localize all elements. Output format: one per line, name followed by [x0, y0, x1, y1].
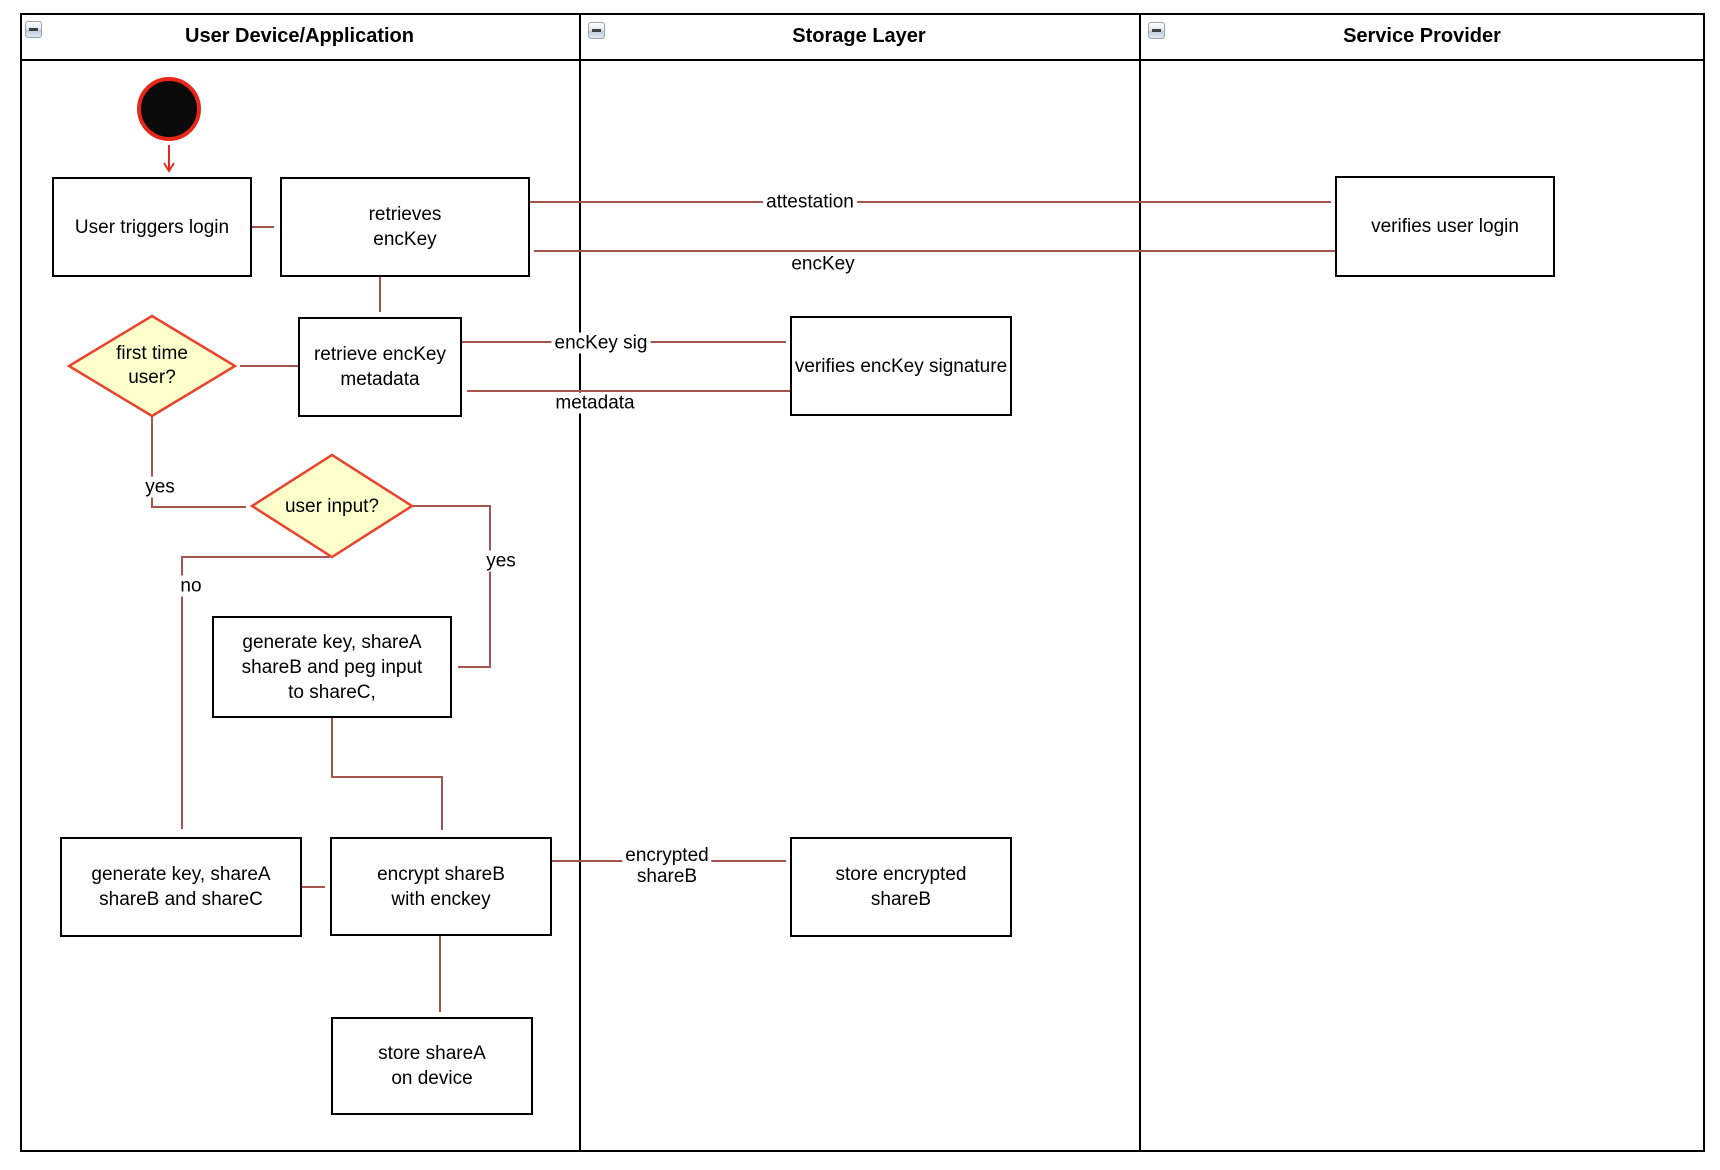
lane-divider-1 [579, 15, 581, 1150]
edge-label-enckey: encKey [788, 253, 858, 275]
diamond-label-user-input: user input? [284, 496, 380, 517]
collapse-minus-icon[interactable] [1148, 22, 1165, 39]
collapse-minus-icon[interactable] [588, 22, 605, 39]
node-user-triggers-login[interactable]: User triggers login [52, 177, 252, 277]
node-retrieve-enckey-metadata[interactable]: retrieve encKey metadata [298, 317, 462, 417]
edge-no-to-generate [181, 556, 330, 829]
edge-label-yes-first-time: yes [142, 476, 178, 498]
edge-label-encrypted-shareb: encrypted shareB [622, 845, 712, 887]
edge-label-metadata: metadata [552, 392, 638, 414]
lane-divider-2 [1139, 15, 1141, 1150]
edge-label-attestation: attestation [763, 191, 857, 213]
node-generate-key-shares[interactable]: generate key, shareA shareB and shareC [60, 837, 302, 937]
lane-title-user-device[interactable]: User Device/Application [185, 24, 414, 47]
collapse-minus-icon[interactable] [25, 21, 42, 38]
node-retrieves-enckey[interactable]: retrieves encKey [280, 177, 530, 277]
swimlane-pool [20, 13, 1705, 1152]
node-verifies-user-login[interactable]: verifies user login [1335, 176, 1555, 277]
lane-header-row [22, 15, 1703, 61]
diamond-label-first-time-user: first time user? [116, 343, 188, 388]
edge-label-enckey-sig: encKey sig [551, 332, 651, 354]
node-encrypt-shareb[interactable]: encrypt shareB with enckey [330, 837, 552, 936]
lane-title-service-provider[interactable]: Service Provider [1343, 24, 1501, 47]
edge-yes-to-peg [412, 505, 491, 668]
node-store-encrypted-shareb[interactable]: store encrypted shareB [790, 837, 1012, 937]
node-store-sharea[interactable]: store shareA on device [331, 1017, 533, 1115]
diamond-user-input[interactable] [249, 453, 415, 559]
edge-label-no-user-input: no [177, 575, 205, 597]
start-node[interactable] [137, 77, 201, 141]
diamond-first-time-user[interactable] [66, 314, 238, 418]
lane-title-storage-layer[interactable]: Storage Layer [792, 24, 926, 47]
edge-peg-to-encrypt [331, 718, 443, 830]
edge-label-yes-user-input: yes [483, 550, 519, 572]
node-verifies-enckey-signature[interactable]: verifies encKey signature [790, 316, 1012, 416]
edge-yes-to-userinput [151, 416, 246, 508]
node-generate-key-peg-input[interactable]: generate key, shareA shareB and peg inpu… [212, 616, 452, 718]
